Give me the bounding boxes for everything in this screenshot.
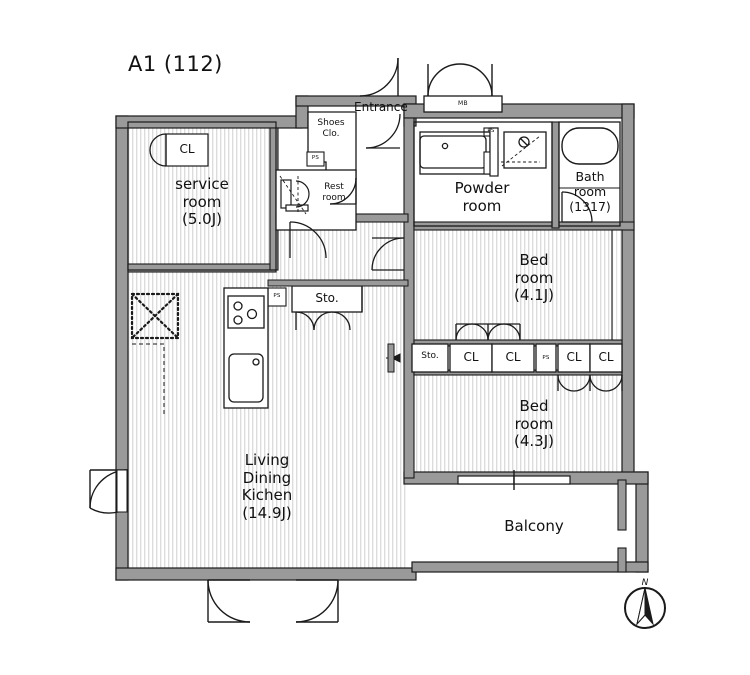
sto-top-wall bbox=[267, 279, 409, 287]
balcony-sliding-window bbox=[457, 470, 571, 490]
powder-room-walls bbox=[413, 121, 553, 227]
mb-double-door-swing bbox=[427, 63, 493, 97]
hall-door-swing-2 bbox=[371, 237, 405, 271]
sto-wall-left bbox=[387, 343, 395, 373]
entrance-inner-door-swing bbox=[365, 113, 401, 149]
ps-box-ldk bbox=[267, 287, 287, 307]
cl-door-swing bbox=[149, 133, 167, 167]
toilet-fixture bbox=[280, 179, 310, 212]
meter-box-mb bbox=[423, 95, 503, 113]
sto-door-swings bbox=[295, 286, 363, 331]
bathtub bbox=[561, 127, 619, 165]
ldk-bottom-door-1 bbox=[207, 579, 251, 623]
kitchen-sink bbox=[228, 353, 264, 403]
bath-room-door-swing bbox=[561, 191, 593, 223]
bedroom1-right-wall-detail bbox=[611, 229, 623, 341]
ldk-left-window bbox=[116, 469, 128, 513]
bedroom1-closet-doors bbox=[455, 323, 521, 341]
exterior-walls bbox=[115, 95, 649, 581]
kitchen-stove bbox=[227, 295, 265, 329]
washing-machine bbox=[503, 131, 547, 169]
storage-sto-box bbox=[291, 285, 363, 313]
vanity-sink bbox=[419, 131, 491, 175]
ldk-bottom-door-2 bbox=[295, 579, 339, 623]
powder-partition bbox=[489, 127, 499, 177]
entrance-closet-cl bbox=[165, 133, 209, 167]
toilet-dashed-guides bbox=[279, 175, 307, 215]
ps-box-entrance bbox=[306, 151, 325, 167]
compass-rose bbox=[624, 587, 666, 629]
bedroom2-closet-doors bbox=[557, 374, 623, 392]
page-title: A1 (112) bbox=[128, 52, 223, 76]
washer-space-dotted bbox=[130, 292, 180, 340]
kitchen-guide-lines bbox=[132, 343, 165, 414]
rest-room-door-swing bbox=[329, 177, 357, 205]
bath-room-walls bbox=[558, 121, 621, 227]
floor-fills bbox=[128, 104, 648, 574]
closet-row-boxes bbox=[411, 343, 623, 373]
entrance-door-swing bbox=[359, 57, 399, 97]
hall-door-swing bbox=[289, 221, 327, 259]
